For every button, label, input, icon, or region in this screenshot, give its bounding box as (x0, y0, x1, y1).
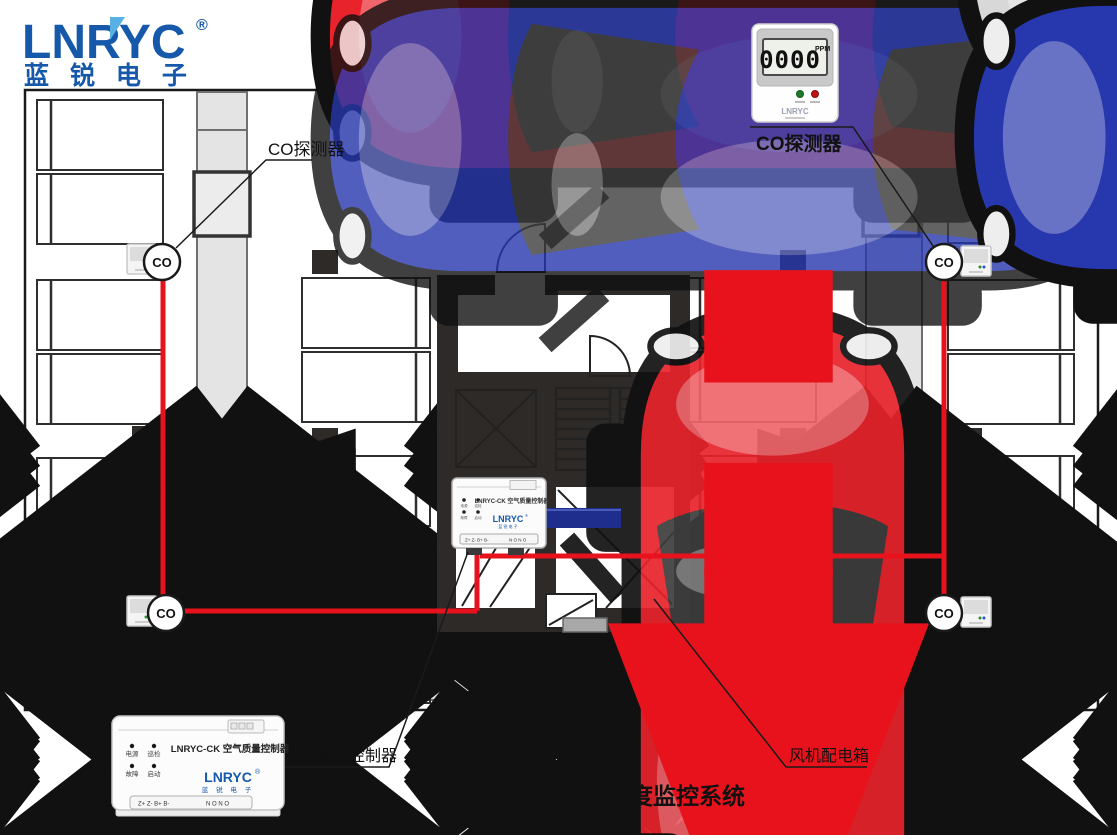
led-label: 故障 (126, 769, 140, 778)
co-sensor-device (960, 596, 992, 628)
led-indicator (129, 763, 135, 769)
terminal-strip (459, 533, 539, 545)
parking-space (947, 353, 1075, 425)
brand-logo-accent (110, 17, 125, 40)
exhaust-vent (562, 617, 608, 633)
led-indicator (129, 743, 135, 749)
led-indicator-green (796, 90, 804, 98)
led-indicator (151, 763, 157, 769)
signal-wire-red (160, 270, 947, 614)
din-clip (466, 548, 482, 555)
led-indicator (978, 265, 982, 269)
terminal-labels-right: N O N O (206, 802, 229, 808)
label-co-detector-left: CO探测器 (268, 140, 345, 159)
terminal-labels-left: Z+ Z- B+ B- (465, 538, 489, 543)
co-sensor-top-left: CO (126, 242, 182, 282)
led-indicator-red (811, 90, 819, 98)
terminal-pin (230, 722, 238, 730)
led-indicator (982, 616, 986, 620)
elevator-x-icon (455, 389, 537, 468)
led-label: 启动 (148, 769, 162, 778)
co-badge: CO (934, 255, 954, 270)
terminal-labels-right: N O N O (509, 538, 527, 543)
lcd-display (762, 38, 828, 76)
elevator-shaft (455, 389, 537, 468)
controller-body (111, 715, 285, 811)
led-label: 启动 (475, 515, 483, 520)
led-indicator (476, 498, 480, 502)
brand-logo-text: LNRYC (22, 16, 186, 69)
led-indicator (982, 265, 986, 269)
controller-body (451, 477, 547, 549)
registered-mark: ® (255, 768, 261, 776)
led-indicator (462, 498, 466, 502)
controller-brand-cn: 蓝 锐 电 子 (498, 523, 517, 529)
led-label: 电源 (126, 749, 140, 758)
air-quality-controller-device: 电源 巡检 故障 启动 LNRYC-CK 空气质量控制器 LNRYC ® 蓝 锐… (451, 477, 551, 555)
led-indicator (462, 510, 466, 514)
parking-space (36, 173, 164, 245)
controller-brand-cn: 蓝 锐 电 子 (202, 785, 254, 794)
controller-model-title: LNRYC-CK 空气质量控制器 (475, 497, 551, 505)
parking-space (301, 351, 431, 423)
co-sensor-top-right: CO (924, 242, 992, 282)
leader-line (750, 126, 934, 247)
co-sensor-bottom-right: CO (924, 593, 992, 633)
column-pillar (312, 250, 338, 274)
registered-mark: ® (525, 513, 528, 518)
co-detector-device: 0000 PPM LNRYC (751, 23, 839, 123)
led-indicator (151, 743, 157, 749)
co-sensor-icon (924, 593, 964, 633)
co-sensor-bottom-left: CO (126, 593, 186, 633)
co-badge: CO (156, 606, 176, 621)
terminal-labels-left: Z+ Z- B+ B- (138, 802, 169, 808)
terminal-pin (246, 722, 254, 730)
led-caption (795, 101, 805, 103)
controller-model-title: LNRYC-CK 空气质量控制器 (171, 743, 290, 755)
brand-logo-cn: 蓝 锐 电 子 (24, 62, 194, 90)
led-indicator (978, 616, 982, 620)
parking-space (36, 99, 164, 171)
wiring-conduit-blue (545, 508, 621, 528)
lcd-value: 0000 (759, 46, 821, 74)
led-caption (810, 101, 820, 103)
terminal-block (509, 480, 537, 490)
din-clip (508, 548, 524, 555)
led-label: 故障 (461, 515, 469, 520)
co-sensor-icon (924, 242, 964, 282)
co-sensor-device (960, 245, 992, 277)
detector-brand-sub (785, 117, 805, 119)
co-sensor-icon (142, 242, 182, 282)
air-quality-controller-device-large: 电源 巡检 故障 启动 LNRYC-CK 空气质量控制器 LNRYC ® 蓝 锐… (111, 715, 290, 817)
led-indicator (144, 615, 148, 619)
detector-brand: LNRYC (781, 107, 808, 116)
controller-brand: LNRYC (204, 769, 252, 785)
co-badge: CO (152, 255, 172, 270)
controller-brand: LNRYC (493, 514, 524, 524)
label-fan-power-box: 风机配电箱 (789, 747, 869, 765)
door-leaf (548, 599, 594, 626)
led-label: 电源 (461, 503, 469, 508)
parking-space (301, 277, 431, 349)
led-indicator (476, 510, 480, 514)
co-badge: CO (934, 606, 954, 621)
co-sensor-icon (146, 593, 186, 633)
registered-mark: ® (196, 17, 208, 34)
leader-line (282, 551, 469, 768)
door-arc-icon (589, 334, 632, 377)
leader-line (653, 598, 867, 768)
leader-line (175, 159, 312, 249)
terminal-strip (129, 795, 253, 810)
label-co-detector-right: CO探测器 (756, 133, 843, 155)
stairs-icon (556, 398, 610, 460)
diagram-title: 地下车库一氧化碳浓度监控系统 (423, 783, 745, 809)
lcd-unit: PPM (815, 46, 830, 53)
terminal-pin (238, 722, 246, 730)
brand-logo: LNRYC ® 蓝 锐 电 子 (22, 16, 208, 90)
led-label: 巡检 (148, 749, 162, 758)
led-label: 巡检 (475, 503, 483, 508)
label-air-quality-controller: 空气质量控制器 (285, 747, 397, 765)
